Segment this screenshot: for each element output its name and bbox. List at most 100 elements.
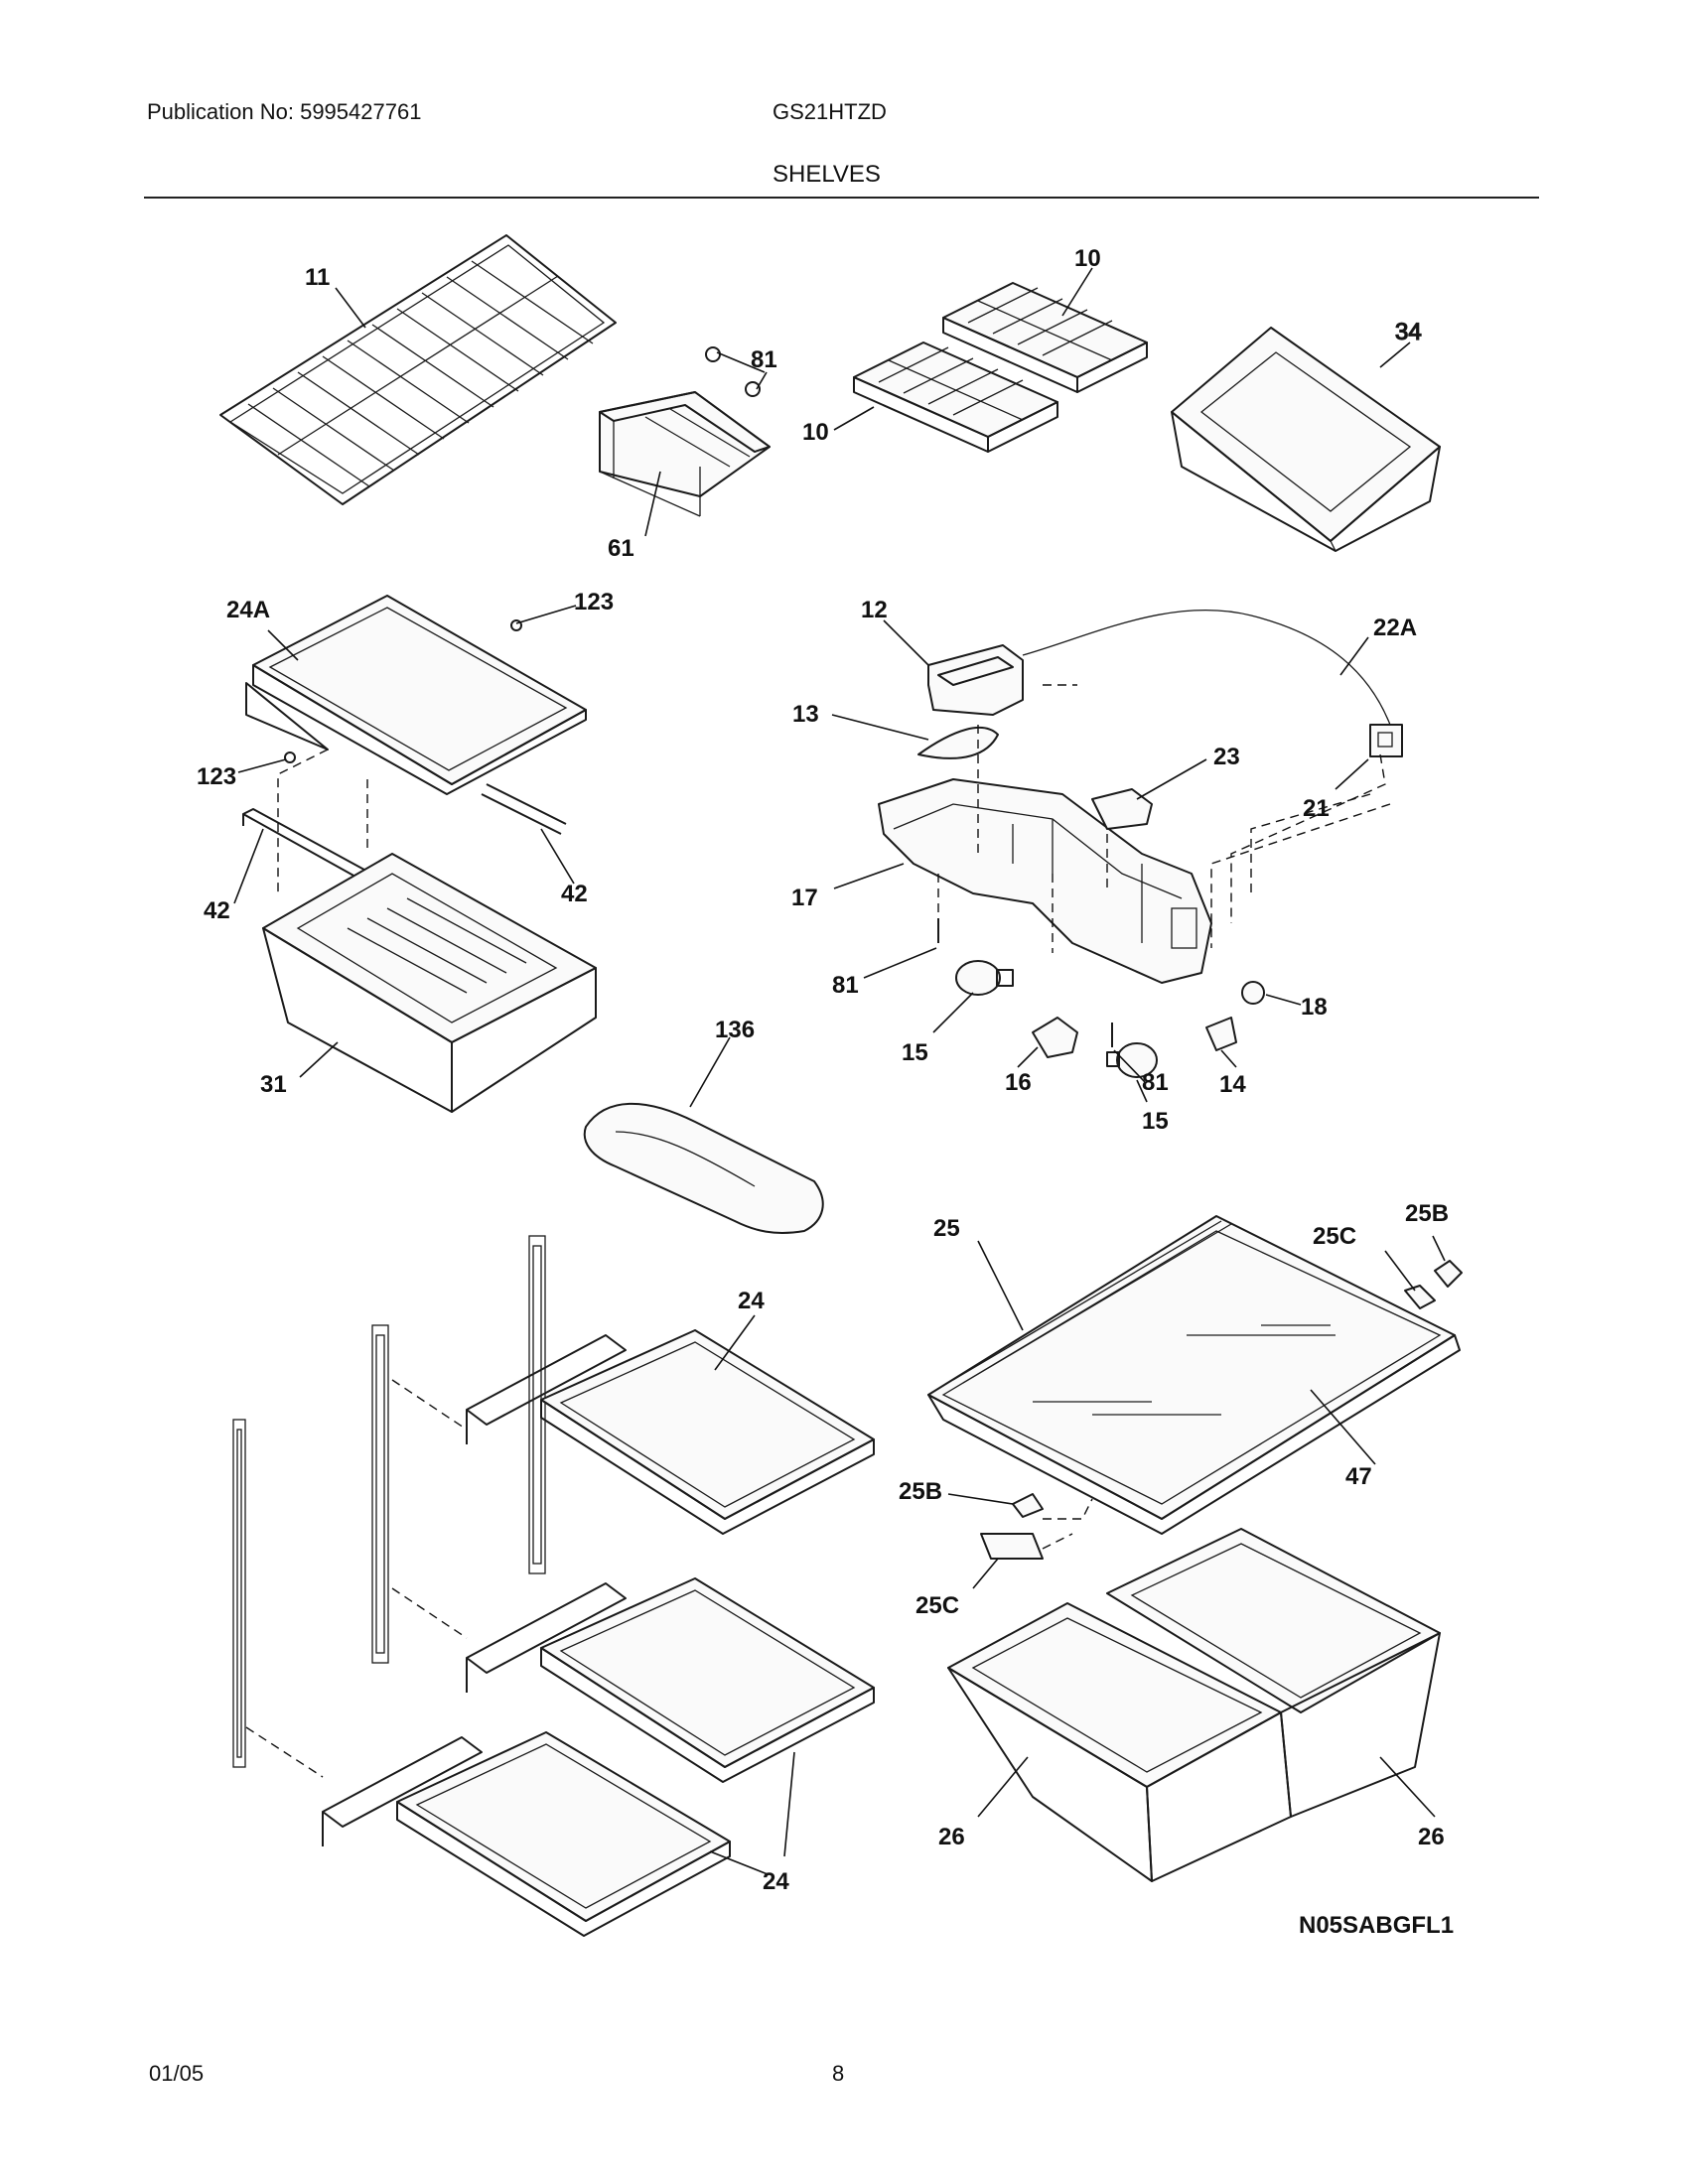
shelf-bracket-part-42a (245, 682, 567, 835)
leader-14 (1220, 1049, 1237, 1068)
callout-24A: 24A (226, 597, 270, 623)
leader-16 (1017, 1046, 1039, 1068)
leader-21 (1335, 758, 1369, 790)
shelf-ladder-middle (371, 1324, 389, 1664)
clip-part-25B-top (1434, 1260, 1463, 1288)
dashed-guide-24-mid (391, 1587, 468, 1639)
callout-12: 12 (861, 597, 888, 623)
callout-10b: 10 (802, 419, 829, 446)
leader-24A (267, 629, 299, 661)
leader-13 (831, 714, 929, 741)
shelf-part-24-bottom (322, 1731, 731, 1937)
header-rule (144, 197, 1539, 199)
leader-42a (540, 828, 575, 885)
ice-tray-part-10a (942, 282, 1148, 393)
callout-15b: 15 (1142, 1108, 1169, 1135)
shelf-part-24-top (466, 1329, 875, 1535)
shelf-part-24-middle (466, 1577, 875, 1783)
callout-25C-top: 25C (1313, 1223, 1356, 1250)
callout-11: 11 (305, 264, 330, 291)
dashed-guide-21c (1210, 803, 1391, 948)
crisper-cover-part-25 (927, 1215, 1461, 1535)
switch-part-21 (1369, 724, 1403, 757)
callout-15a: 15 (902, 1039, 928, 1066)
callout-42b: 42 (204, 897, 230, 924)
callout-25B-bottom: 25B (899, 1478, 942, 1505)
leader-31 (299, 1041, 339, 1078)
dashed-guide-24-top (391, 1379, 468, 1431)
dashed-guide-25C (1042, 1533, 1073, 1550)
callout-34: 34 (1395, 319, 1422, 345)
callout-10a: 10 (1074, 245, 1101, 272)
callout-81b: 81 (832, 972, 859, 999)
callout-123a: 123 (574, 589, 614, 615)
callout-123b: 123 (197, 763, 236, 790)
leader-81b (863, 947, 937, 979)
leader-15b (1136, 1079, 1148, 1103)
wire-harness-part-22A (1022, 609, 1391, 726)
leader-25B-top (1432, 1235, 1446, 1262)
clip-part-25C-bottom (980, 1533, 1044, 1560)
light-housing-part-17 (878, 778, 1212, 984)
leader-26b (1379, 1756, 1436, 1818)
leader-11 (335, 287, 366, 329)
callout-17: 17 (791, 885, 818, 911)
callout-24a: 24 (738, 1288, 765, 1314)
leader-61 (644, 471, 661, 537)
leader-15a (932, 992, 974, 1033)
leader-123b (237, 758, 287, 773)
callout-23: 23 (1213, 744, 1240, 770)
callout-25: 25 (933, 1215, 960, 1242)
wire-shelf-part-11 (219, 234, 617, 505)
dashed-guide-25B (1043, 1498, 1093, 1520)
shelf-rail-part-61 (599, 391, 771, 517)
callout-24b: 24 (763, 1868, 789, 1895)
diagram-code: N05SABGFL1 (1299, 1912, 1454, 1939)
callout-13: 13 (792, 701, 819, 728)
knob-part-18 (1241, 981, 1265, 1005)
dashed-guide-42 (277, 749, 329, 893)
crisper-drawer-part-31 (262, 853, 597, 1113)
leader-26a (977, 1756, 1029, 1818)
leader-23 (1136, 758, 1207, 800)
leader-24b (709, 1850, 769, 1875)
leader-123a (515, 605, 577, 624)
callout-81a: 81 (751, 346, 777, 373)
leader-34 (1379, 341, 1411, 368)
socket-part-16 (1032, 1017, 1078, 1058)
footer-date: 01/05 (149, 2061, 205, 2086)
callout-61: 61 (608, 535, 634, 562)
callout-26b: 26 (1418, 1824, 1445, 1850)
dashed-guide-21 (1230, 753, 1386, 923)
switch-part-14 (1205, 1017, 1237, 1051)
crisper-drawer-part-26-right (1106, 1528, 1441, 1818)
callout-81c: 81 (1142, 1069, 1169, 1096)
leader-42b (233, 828, 264, 904)
callout-25C-bottom: 25C (915, 1592, 959, 1619)
clip-part-25B-bottom (1012, 1493, 1044, 1518)
callout-14: 14 (1219, 1071, 1246, 1098)
page-number: 8 (832, 2061, 845, 2086)
callout-42a: 42 (561, 881, 588, 907)
lens-part-13 (917, 726, 999, 759)
leader-81a (716, 351, 766, 373)
leader-25C-bottom (972, 1558, 999, 1589)
leader-81c (1113, 1049, 1146, 1083)
bulb-part-15b (1106, 1042, 1158, 1078)
callout-31: 31 (260, 1071, 287, 1098)
shelf-ladder-left (232, 1419, 246, 1768)
leader-24c (783, 1751, 795, 1857)
callout-16: 16 (1005, 1069, 1032, 1096)
leader-10b (833, 406, 875, 431)
ice-tray-part-10b (853, 341, 1058, 453)
clip-part-25C-top (1404, 1285, 1436, 1309)
callout-26a: 26 (938, 1824, 965, 1850)
callout-25B-top: 25B (1405, 1200, 1449, 1227)
bulb-part-15a (955, 960, 1014, 996)
callout-21: 21 (1303, 795, 1330, 822)
leader-81b (756, 371, 768, 390)
housing-part-12 (927, 644, 1024, 716)
leader-47 (1310, 1389, 1376, 1465)
callout-18: 18 (1301, 994, 1328, 1021)
